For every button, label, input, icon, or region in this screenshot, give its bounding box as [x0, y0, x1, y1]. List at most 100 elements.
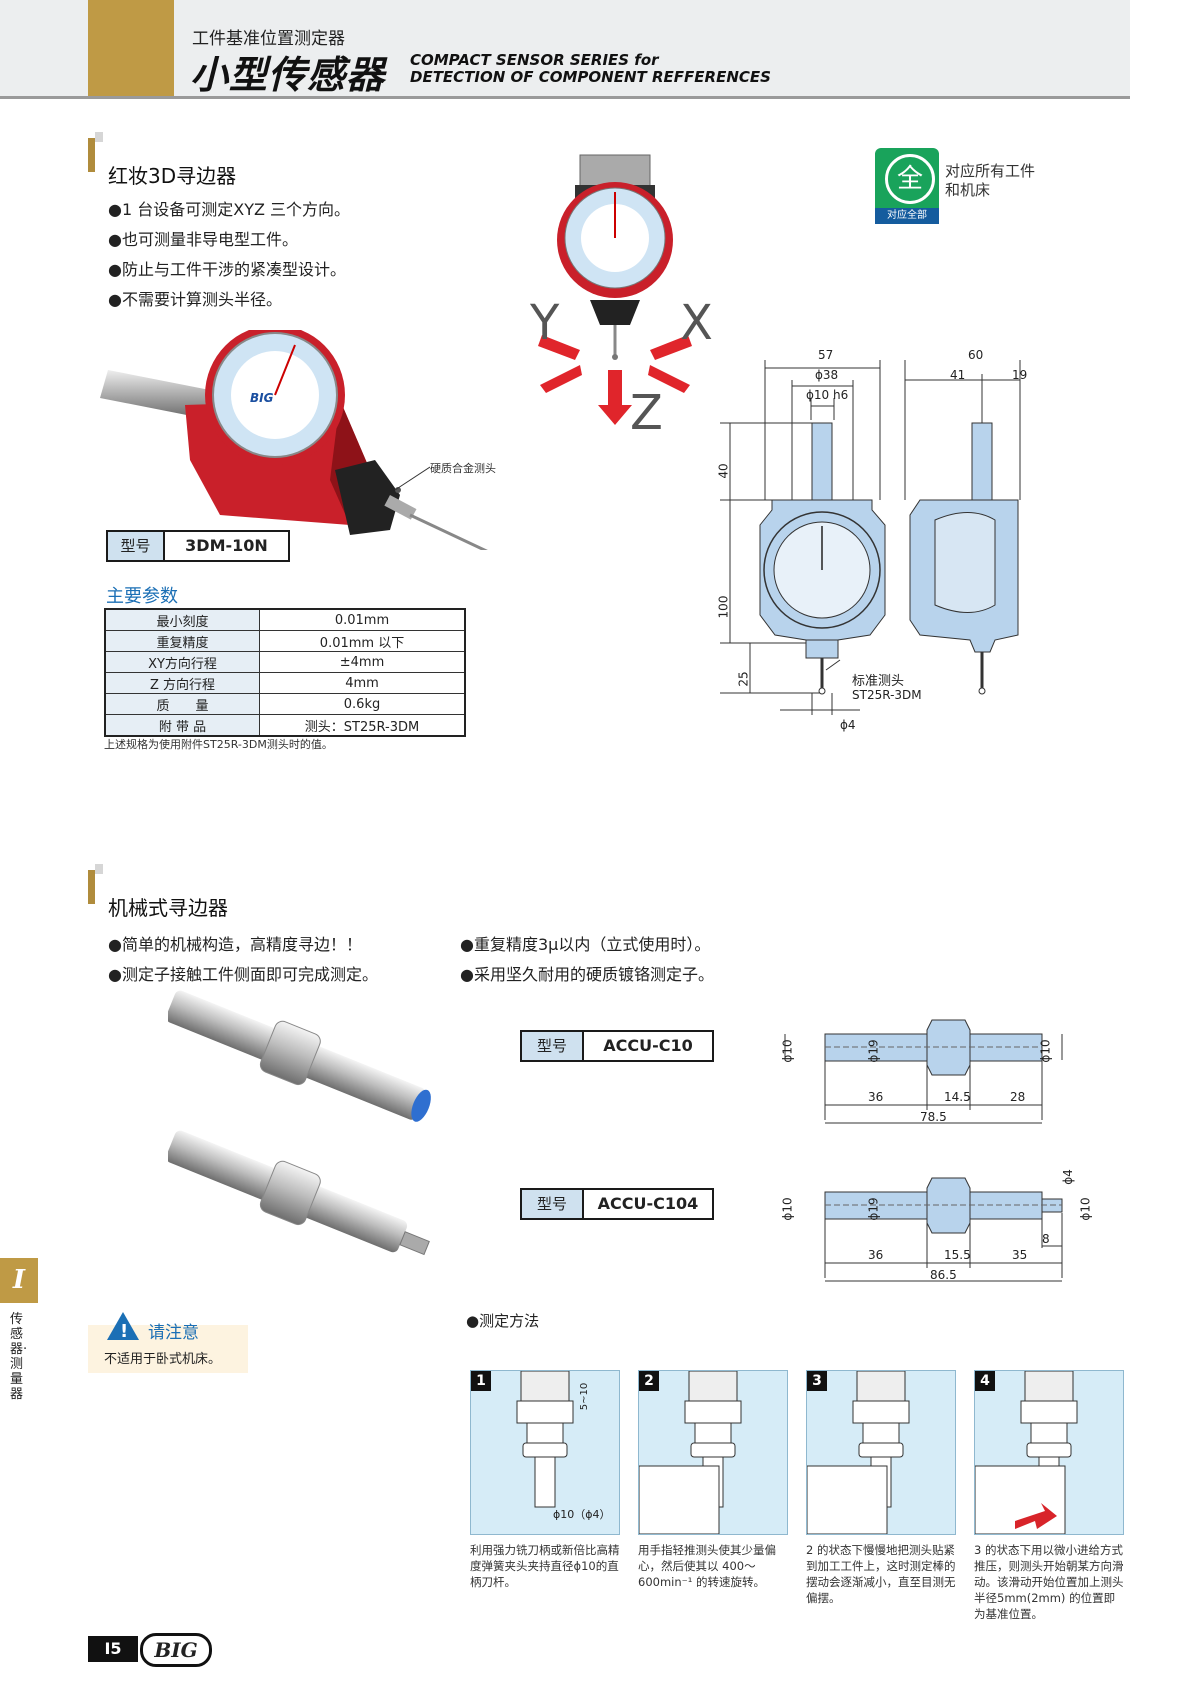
step-number: 4: [975, 1371, 995, 1391]
dim-c104-total: 86.5: [930, 1268, 957, 1282]
brand-logo: BIG: [140, 1633, 212, 1667]
dim-c104-8: 8: [1042, 1232, 1050, 1246]
badge-text: 对应所有工件和机床: [945, 162, 1036, 199]
dim-phi4: ϕ4: [840, 718, 856, 732]
dim-19: 19: [1012, 368, 1028, 382]
compat-badge: 全 对应全部: [875, 148, 939, 224]
bullet-item: ●防止与工件干涉的紧凑型设计。: [108, 260, 346, 279]
dim-40: 40: [716, 463, 731, 479]
dim-c104-36: 36: [868, 1248, 884, 1262]
dim-c104-d19: ϕ19: [866, 1197, 881, 1221]
dim-100: 100: [716, 595, 731, 619]
model-value: ACCU-C104: [597, 1194, 699, 1213]
section1-marker: [88, 132, 103, 172]
bullet-item: ●不需要计算测头半径。: [108, 290, 282, 309]
spec-key: Z 方向行程: [104, 672, 260, 694]
model-box-3dm: 型号 3DM-10N: [106, 530, 290, 562]
dim-25: 25: [736, 671, 751, 687]
model-value: ACCU-C10: [603, 1036, 693, 1055]
probe-model: ST25R-3DM: [852, 688, 922, 702]
bullet-item: ●简单的机械构造，高精度寻边！！: [108, 935, 362, 954]
probe-name: 标准测头: [852, 674, 905, 689]
drawing-accu-c10: [784, 1019, 1063, 1124]
page-number: I5: [88, 1636, 138, 1662]
spec-value: 测头：ST25R-3DM: [259, 714, 466, 737]
specs-title: 主要参数: [106, 586, 178, 607]
bullet-item: ●也可测量非导电型工件。: [108, 230, 298, 249]
spec-key: 质 量: [104, 693, 260, 715]
step-number: 2: [639, 1371, 659, 1391]
spec-row: XY方向行程±4mm: [104, 651, 466, 673]
section2-title: 机械式寻边器: [108, 896, 228, 920]
xyz-sensor-image: [538, 154, 692, 425]
dim-10h6: ϕ10 h6: [806, 388, 849, 402]
spec-row: 附 带 品测头：ST25R-3DM: [104, 714, 466, 737]
axis-z-label: Z: [630, 385, 663, 441]
dim-c10-total: 78.5: [920, 1110, 947, 1124]
svg-text:BIG: BIG: [250, 391, 274, 405]
bullet-item: ●采用坚久耐用的硬质镀铬测定子。: [460, 965, 714, 984]
warning-icon: !: [107, 1312, 139, 1342]
caution-text: 不适用于卧式机床。: [104, 1352, 222, 1367]
header-title: 小型传感器: [190, 53, 386, 97]
dim-57: 57: [818, 348, 834, 362]
dim-c10-d19: ϕ19: [866, 1039, 881, 1063]
spec-key: 重复精度: [104, 630, 260, 652]
drawing-3dm: [720, 360, 1021, 715]
sidebar-text: 传感器·测量器: [10, 1312, 28, 1402]
spec-value: ±4mm: [259, 651, 466, 673]
dim-c104-d10b: ϕ10: [1078, 1197, 1093, 1221]
header-bar: [0, 0, 1130, 99]
drawing-accu-c104: [824, 1177, 1063, 1282]
svg-text:!: !: [120, 1321, 128, 1342]
model-box-accu-c104: 型号 ACCU-C104: [520, 1188, 714, 1220]
header-gold-block: [88, 0, 174, 96]
section2-marker: [88, 864, 103, 904]
edge-finder-photos: [168, 990, 431, 1256]
section2-bullets-right: ●重复精度3μ以内（立式使用时）。 ●采用坚久耐用的硬质镀铬测定子。: [460, 930, 714, 990]
dim-41: 41: [950, 368, 966, 382]
bullet-item: ●1 台设备可测定XYZ 三个方向。: [108, 200, 351, 219]
step-number: 1: [471, 1371, 491, 1391]
step-illustration: 4: [974, 1370, 1124, 1535]
model-label: 型号: [108, 532, 165, 560]
step-illustration: 2: [638, 1370, 788, 1535]
badge-caption: 对应全部: [875, 208, 939, 224]
model-value: 3DM-10N: [185, 536, 268, 555]
model-label: 型号: [522, 1190, 584, 1218]
callout-line: [394, 466, 430, 491]
sidebar-tab: I: [0, 1258, 38, 1303]
model-label: 型号: [522, 1032, 584, 1060]
dim-c104-d10a: ϕ10: [780, 1197, 795, 1221]
section1-title: 红妆3D寻边器: [108, 164, 237, 188]
dim-60: 60: [968, 348, 984, 362]
step-dim-label: ϕ10（ϕ4）: [553, 1508, 611, 1521]
step-text: 2 的状态下慢慢地把测头贴紧到加工工件上，这时测定棒的摆动会逐渐减小，直至目测无…: [806, 1543, 956, 1605]
dim-38: ϕ38: [815, 368, 839, 382]
dim-c104-15-5: 15.5: [944, 1248, 971, 1262]
step-text: 用手指轻推测头使其少量偏心，然后使其以 400～600min⁻¹ 的转速旋转。: [638, 1543, 776, 1589]
spec-value: 0.01mm: [259, 608, 466, 631]
method-title: ●测定方法: [466, 1312, 540, 1330]
spec-key: 附 带 品: [104, 714, 260, 737]
caution-title: 请注意: [148, 1323, 199, 1343]
spec-value: 4mm: [259, 672, 466, 694]
probe-callout: 硬质合金测头: [430, 462, 496, 475]
spec-note: 上述规格为使用附件ST25R-3DM测头时的值。: [104, 738, 333, 751]
section1-bullets: ●1 台设备可测定XYZ 三个方向。 ●也可测量非导电型工件。 ●防止与工件干涉…: [108, 195, 350, 315]
dim-c10-d10b: ϕ10: [1038, 1039, 1053, 1063]
step-text: 利用强力铣刀柄或新倍比高精度弹簧夹头夹持直径ϕ10的直柄刀杆。: [470, 1543, 620, 1589]
dim-c10-d10a: ϕ10: [780, 1039, 795, 1063]
header-subtitle: 工件基准位置测定器: [192, 29, 345, 49]
step-number: 3: [807, 1371, 827, 1391]
spec-key: 最小刻度: [104, 608, 260, 631]
spec-key: XY方向行程: [104, 651, 260, 673]
sensor-3d-photo: BIG: [100, 330, 488, 550]
model-box-accu-c10: 型号 ACCU-C10: [520, 1030, 714, 1062]
